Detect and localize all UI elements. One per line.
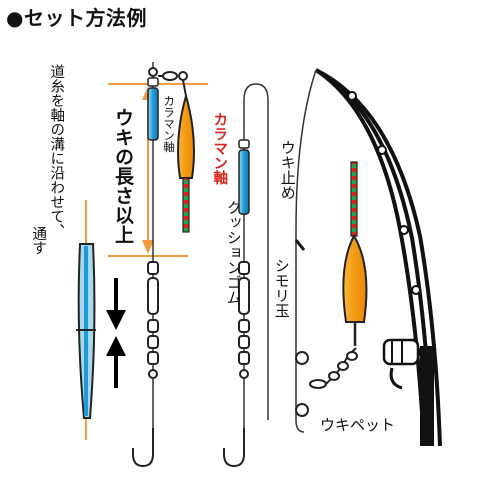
rig-two-karaman-axis: [238, 149, 250, 215]
float-body: [342, 233, 368, 323]
rig-one-hook: [132, 428, 154, 468]
rig-three-line: [295, 69, 317, 433]
sinker-bead-top: [295, 351, 309, 365]
rig-one-float: [177, 79, 195, 233]
float-stopper-label: ウキ止め: [278, 140, 297, 200]
page-title: ●セット方法例: [6, 6, 147, 30]
rig-two-rubber-chain: [238, 261, 250, 379]
rig-one-karaman-axis: [147, 87, 159, 141]
sinker-bead-label: シモリ玉: [272, 258, 291, 318]
sinker-bead-bottom: [295, 403, 309, 417]
karaman-axis-red-label: カラマン軸: [211, 112, 228, 185]
standing-float: [342, 161, 368, 346]
rig-two-hook: [223, 428, 245, 468]
rod-lower-outline: [315, 68, 442, 447]
rig-two-stopper: [238, 139, 250, 149]
rod-blank: [315, 68, 434, 447]
reel: [382, 338, 426, 390]
arrow-down-icon: [106, 278, 126, 330]
rig-two-loop-line: [243, 83, 269, 420]
cushion-rubber-label: クッションゴム: [224, 200, 243, 305]
rig-one-swivel: [158, 71, 188, 81]
float-swivel-label: ウキペット: [320, 416, 396, 434]
instruction-line-2: 通す: [30, 226, 47, 255]
arrow-up-icon: [106, 336, 126, 388]
rod-upper-outline: [314, 68, 426, 447]
rod-grip: [420, 346, 434, 446]
float-tip: [350, 161, 358, 237]
float-stopper-knot: [294, 239, 306, 251]
axis-closeup: [76, 200, 126, 440]
rig-one-rubber-chain: [147, 261, 159, 379]
guide-arrow-down-icon: [142, 240, 154, 254]
karaman-axis-label: カラマン軸: [162, 95, 177, 153]
rig-three: [294, 69, 368, 433]
rig-one: [132, 62, 195, 468]
rod-guides: [347, 91, 421, 295]
rig-one-top-bead: [148, 67, 158, 77]
float-length-label: ウキの長さ以上: [111, 108, 134, 245]
fishing-rod: [314, 68, 442, 447]
rig-one-stopper: [147, 77, 159, 87]
float-swivel: [309, 347, 358, 389]
rig-two: [223, 83, 269, 468]
instruction-line-1: 道糸を軸の溝に沿わせて、: [48, 64, 65, 238]
